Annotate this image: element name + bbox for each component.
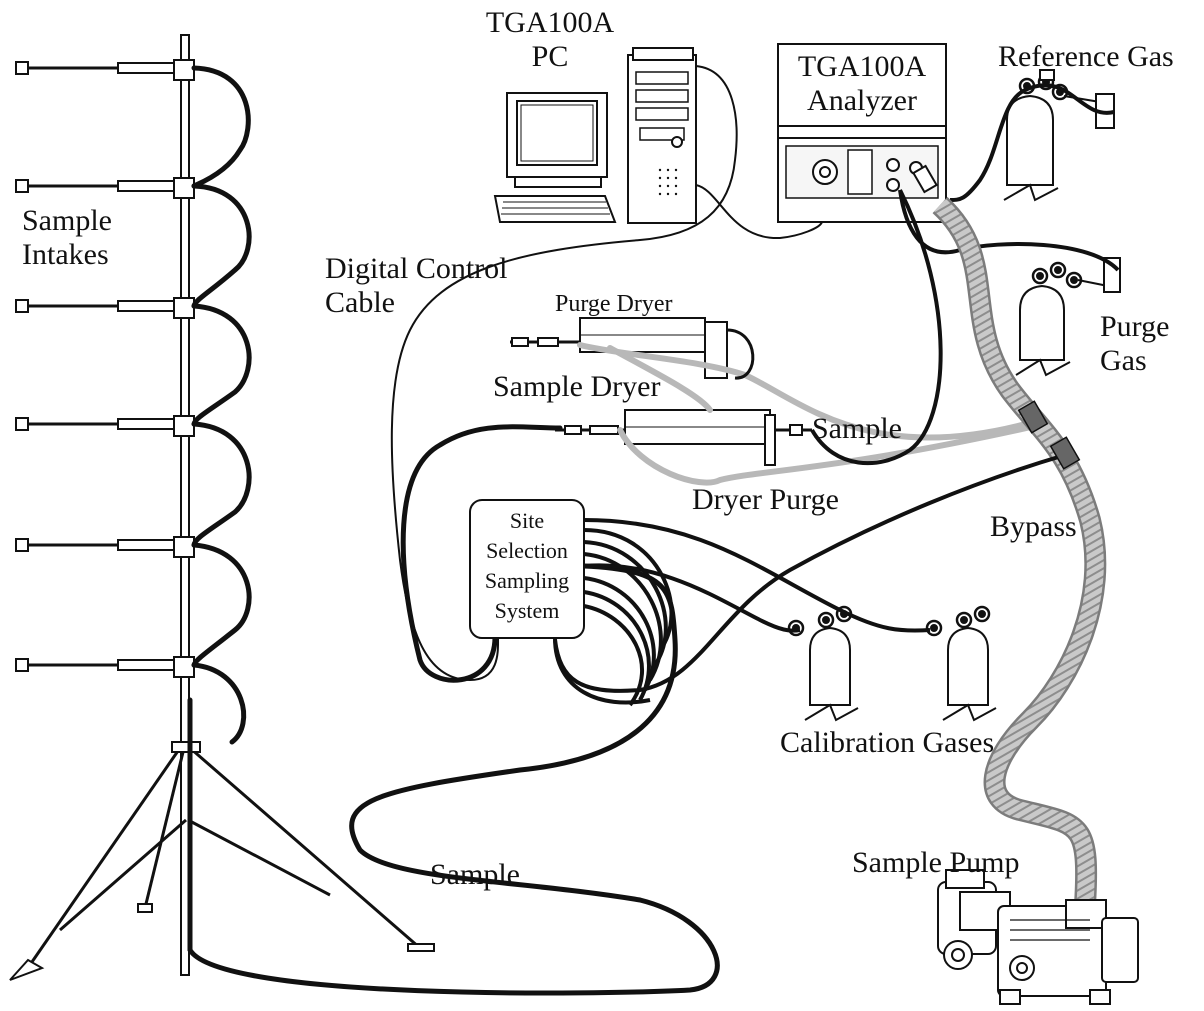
sample-intakes-line1: Sample [22,204,112,238]
digital-control-cable-label: Digital Control Cable [325,252,508,319]
digital-control-line1: Digital Control [325,252,508,286]
purge-gas-line2: Gas [1100,344,1169,378]
calibration-gases-label: Calibration Gases [780,726,994,760]
pc-title-line2: PC [470,40,630,74]
sample-intakes-label: Sample Intakes [22,204,112,271]
analyzer-title-line1: TGA100A [780,50,944,84]
sample-bottom-label: Sample [430,858,520,892]
pc-title-line1: TGA100A [470,6,630,40]
site-line4: System [470,596,584,626]
purge-dryer [510,318,727,378]
desktop-computer-icon [495,48,696,223]
purge-gas-label: Purge Gas [1100,310,1169,377]
reference-gas-label: Reference Gas [998,40,1174,74]
dryer-purge-label: Dryer Purge [692,483,839,517]
sample-dryer [555,410,812,465]
purge-dryer-label: Purge Dryer [555,291,673,318]
site-line3: Sampling [470,566,584,596]
pc-title: TGA100A PC [470,6,630,73]
site-line2: Selection [470,536,584,566]
bypass-hose [940,205,1095,905]
sample-intake-arms [25,68,181,665]
vacuum-pump-icon [938,870,1138,1004]
analyzer-title-line2: Analyzer [780,84,944,118]
sample-pump-label: Sample Pump [852,846,1020,880]
bypass-label: Bypass [990,510,1077,544]
site-line1: Site [470,506,584,536]
sampling-tower-icon [10,35,434,980]
analyzer-title: TGA100A Analyzer [780,50,944,117]
digital-control-line2: Cable [325,286,508,320]
sample-dryer-label: Sample Dryer [493,370,660,404]
site-selection-label: Site Selection Sampling System [470,506,584,626]
sample-intakes-line2: Intakes [22,238,112,272]
purge-gas-line1: Purge [1100,310,1169,344]
sample-line-label: Sample [812,412,902,446]
